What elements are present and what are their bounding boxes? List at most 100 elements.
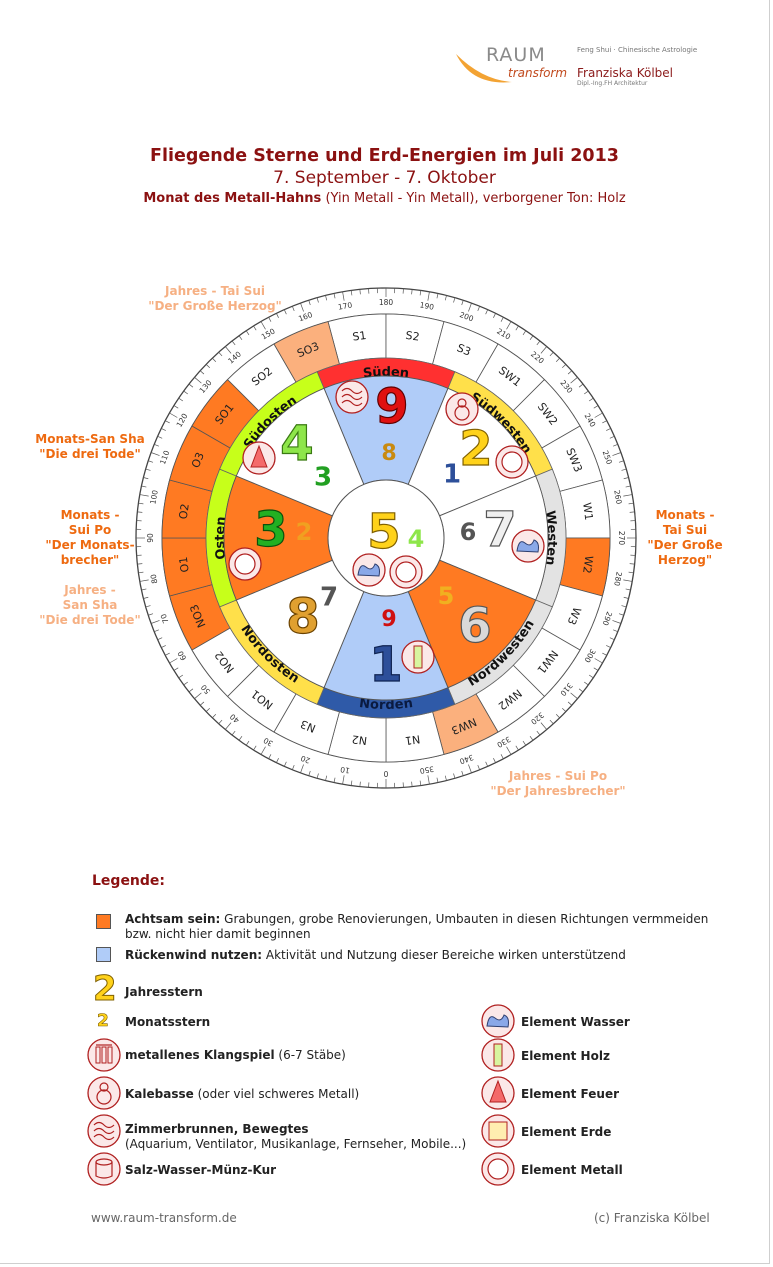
legend-brunnen-text: (Aquarium, Ventilator, Musikanlage, Fern… [125,1137,467,1151]
legend-achtsam-text: Grabungen, grobe Renovierungen, Umbauten… [220,912,709,926]
degree-tick [199,370,205,375]
earth-element-icon [481,1114,515,1148]
year-star-south: 9 [375,379,408,435]
legend-metall: Element Metall [521,1163,623,1178]
mountain-label: O3 [189,450,207,469]
year-star-center: 5 [367,504,400,560]
degree-tick [308,770,311,776]
degree-tick [522,740,527,746]
degree-tick [350,780,353,786]
degree-tick [606,428,611,431]
note-line: "Der Monats- [45,538,135,552]
degree-tick [536,340,541,346]
note-monats-san-sha: Monats-San Sha "Die drei Tode" [20,432,160,462]
note-jahres-tai-sui: Jahres - Tai Sui "Der Große Herzog" [120,284,310,314]
degree-tick [477,765,480,770]
water-element-icon [352,553,386,587]
degree-tick [522,330,527,336]
month-star-northeast: 7 [320,583,338,613]
degree-tick [618,613,624,616]
note-jahres-san-sha: Jahres - San Sha "Die drei Tode" [20,583,160,628]
degree-tick [145,605,151,608]
degree-tick [629,511,635,513]
degree-tick [444,775,447,781]
chime-rod [101,1046,107,1064]
wood-element-icon [401,640,435,674]
year-star-southwest: 2 [459,421,492,477]
mountain-label: W1 [580,502,595,521]
degree-tick [260,321,266,330]
legend-rueckenwind-text: Aktivität und Nutzung dieser Bereiche wi… [262,948,626,962]
logo-swoosh [456,54,512,83]
degree-tick [468,302,472,312]
degree-tick [138,502,144,505]
degree-tick [584,681,589,686]
degree-tick [300,302,304,312]
degree-tick [178,674,184,679]
wave-shape [486,1014,509,1028]
month-star-east: 2 [296,518,313,546]
degree-tick [613,444,618,447]
degree-label: 280 [612,571,623,587]
month-detail: (Yin Metall - Yin Metall), verborgener T… [321,191,626,206]
note-line: Sui Po [68,523,112,537]
water-element-icon [481,1004,515,1038]
metal-circle [395,561,417,583]
degree-tick [350,290,353,296]
earth-square [488,1121,508,1141]
degree-tick [506,321,512,330]
degree-tick [169,658,178,664]
degree-label: 20 [299,753,311,765]
degree-tick [325,295,328,301]
legend-jahresstern-label: Jahresstern [125,985,203,999]
legend-kalebasse-text: (oder viel schweres Metall) [193,1087,360,1101]
degree-tick [594,412,603,418]
jahresstern-sample: 2 [93,969,118,1009]
logo-name: Franziska Kölbel [577,66,673,80]
degree-tick [169,412,178,418]
degree-tick [593,667,599,671]
degree-tick [238,736,243,741]
mountain-label: W2 [580,555,595,574]
degree-tick [245,740,250,746]
year-star-east: 3 [254,502,287,558]
degree-tick [157,637,163,641]
salt-body [95,1162,113,1179]
degree-tick [453,297,456,303]
degree-label: 30 [262,736,275,749]
wave-line [93,1133,115,1141]
gourd-icon [87,1076,121,1110]
degree-tick [178,397,184,402]
mountain-label: N2 [351,732,368,747]
month-star-southwest: 1 [443,460,461,490]
degree-label: 270 [617,531,626,546]
degree-tick [621,605,627,608]
degree-label: 10 [339,765,350,776]
degree-tick [148,460,154,463]
gourd-top [99,1082,109,1092]
degree-tick [183,390,188,395]
degree-tick [561,707,567,712]
gourd-bottom [454,405,470,421]
degree-tick [212,357,217,363]
note-line: San Sha [62,598,118,612]
degree-tick [567,701,573,706]
degree-tick [225,346,232,354]
degree-tick [141,485,147,488]
legend-wasser-label: Element Wasser [521,1015,630,1029]
degree-label: 350 [419,764,435,775]
note-line: "Die drei Tode" [39,447,141,461]
degree-tick [436,777,439,783]
degree-tick [602,652,607,656]
degree-tick [138,571,144,574]
degree-tick [139,579,149,582]
gourd-icon [445,392,479,426]
degree-tick [427,291,430,301]
note-line: "Der Jahresbrecher" [490,784,626,798]
legend-kalebasse-label: Kalebasse [125,1087,194,1101]
degree-tick [161,645,166,648]
icon-circle [445,392,479,426]
footer-website[interactable]: www.raum-transform.de [91,1211,237,1225]
degree-tick [570,377,578,384]
wood-element-icon [481,1038,515,1072]
